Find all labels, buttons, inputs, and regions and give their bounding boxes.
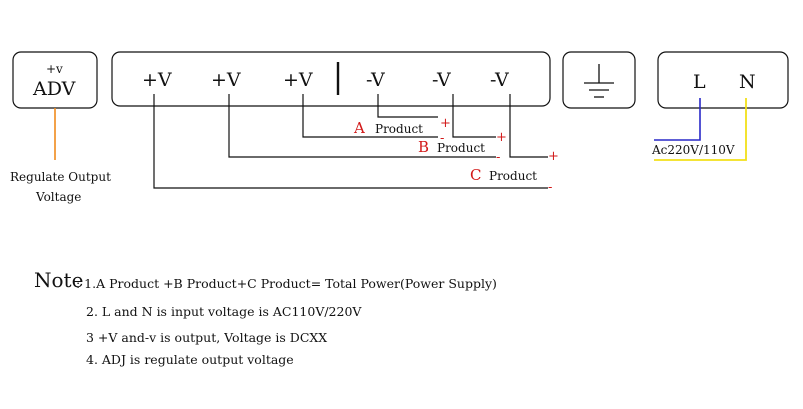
product-c-minus-sign: - — [548, 180, 552, 195]
adj-main-label: ADV — [32, 78, 76, 100]
ground-block — [562, 51, 636, 109]
product-a-word: Product — [375, 122, 423, 136]
note-title: Note — [34, 268, 84, 292]
terminal-minus-v-2: -V — [432, 69, 451, 91]
note-line-1: : 1.A Product +B Product+C Product= Tota… — [76, 276, 497, 291]
product-c-word: Product — [489, 169, 537, 183]
note-line-3: 3 +V and-v is output, Voltage is DCXX — [86, 330, 328, 345]
l-wire — [654, 98, 701, 141]
terminal-minus-v-3: -V — [490, 69, 509, 91]
n-wire — [654, 98, 747, 161]
note-line-2: 2. L and N is input voltage is AC110V/22… — [86, 304, 362, 319]
product-c-minus-wire — [509, 94, 548, 158]
product-b-plus-wire — [228, 94, 496, 158]
product-c-plus-wire — [153, 94, 548, 189]
adj-top-label: +v — [46, 62, 63, 76]
input-caption: Ac220V/110V — [651, 143, 735, 157]
product-b-minus-wire — [452, 94, 496, 138]
input-terminal-block: L N — [657, 51, 789, 109]
product-b-minus-sign: - — [496, 150, 500, 165]
product-a-plus-sign: + — [440, 116, 451, 131]
product-a-plus-wire — [302, 94, 438, 138]
product-a-minus-wire — [377, 94, 438, 118]
terminal-plus-v-2: +V — [211, 69, 241, 91]
terminal-plus-v-3: +V — [283, 69, 313, 91]
terminal-plus-v-1: +V — [142, 69, 172, 91]
adj-caption-line2: Voltage — [35, 190, 81, 204]
output-terminal-block: +V +V +V -V -V -V — [111, 51, 551, 107]
product-a-letter: A — [353, 119, 365, 137]
terminal-minus-v-1: -V — [366, 69, 385, 91]
adj-caption-line1: Regulate Output — [10, 170, 111, 184]
product-b-word: Product — [437, 141, 485, 155]
product-a-minus-sign: - — [440, 131, 444, 146]
product-c-letter: C — [470, 166, 481, 184]
adj-block: +v ADV — [12, 51, 98, 109]
product-c-plus-sign: + — [548, 149, 559, 164]
product-b-plus-sign: + — [496, 130, 507, 145]
ground-symbol-icon — [584, 64, 614, 98]
note-line-4: 4. ADJ is regulate output voltage — [86, 352, 294, 367]
terminal-l: L — [693, 71, 706, 93]
product-b-letter: B — [418, 138, 429, 156]
terminal-n: N — [739, 71, 756, 93]
